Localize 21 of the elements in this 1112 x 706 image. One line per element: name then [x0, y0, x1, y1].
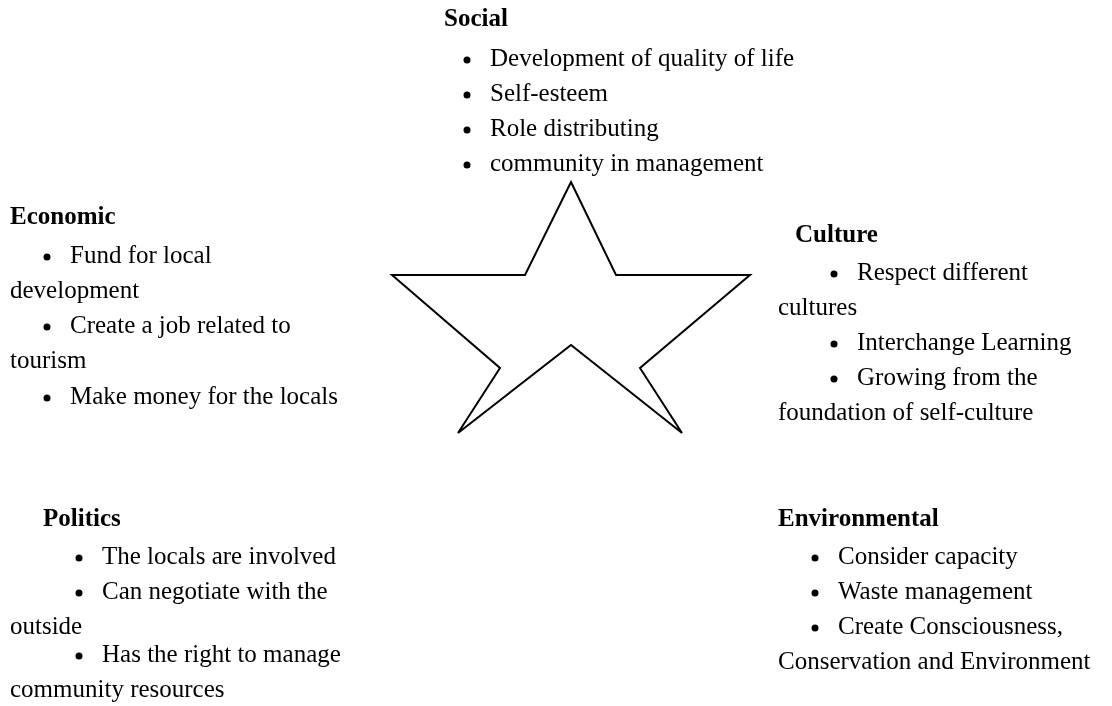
- bullet-item: The locals are involved: [10, 538, 370, 573]
- bullet-item: Create Consciousness, Conservation and Environment: [778, 611, 1092, 676]
- bullet-item: Role distributing: [463, 110, 863, 145]
- bullet-item: Has the right to manage community resources: [10, 639, 342, 704]
- bullet-item: Respect different cultures: [778, 257, 1029, 322]
- category-heading: Culture: [795, 219, 878, 249]
- bullet-item: Fund for local development: [10, 240, 213, 305]
- category-heading: Economic: [10, 201, 116, 231]
- bullet-item: Can negotiate with the outside: [10, 576, 329, 641]
- bullet-item: Development of quality of life: [463, 40, 863, 75]
- category-heading: Environmental: [778, 503, 939, 533]
- bullet-item: Consider capacity: [778, 538, 1108, 573]
- category-heading: Politics: [43, 503, 121, 533]
- bullet-item: Interchange Learning: [778, 324, 1112, 359]
- bullet-item: Self-esteem: [463, 75, 863, 110]
- bullet-item: Create a job related to tourism: [10, 310, 292, 375]
- bullet-item: Make money for the locals: [10, 378, 430, 413]
- category-heading: Social: [444, 3, 508, 33]
- bullet-item: community in management: [463, 145, 863, 180]
- bullet-item: Waste management: [778, 573, 1108, 608]
- bullet-item: Growing from the foundation of self-culture: [778, 362, 1039, 427]
